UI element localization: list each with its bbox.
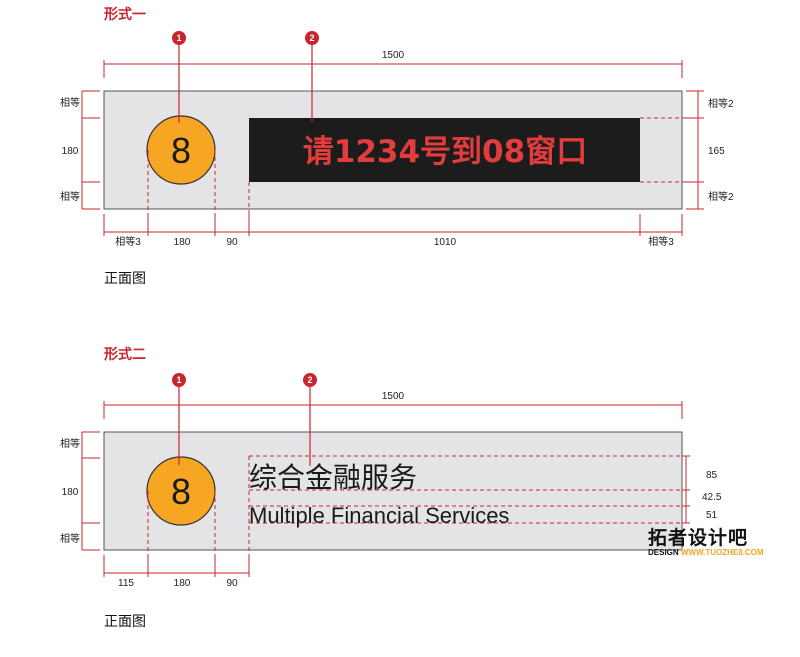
s1-bottom-label-3: 1010 [434,237,457,248]
watermark-url: DESIGN WWW.TUOZHE8.COM [648,548,764,557]
s1-number: 8 [171,130,191,171]
s2-width-label: 1500 [382,391,405,402]
section2-title: 形式二 [104,347,146,363]
section2-drawing: 1500 相等 180 相等 85 42.5 51 8 综合金融服务 Multi… [60,373,722,589]
s2-text-cn: 综合金融服务 [249,461,417,494]
s2-text-en: Multiple Financial Services [249,503,509,528]
s1-right-top-label: 相等2 [708,97,734,110]
watermark-prefix: DESIGN [648,548,679,557]
s2-left-bottom-label: 相等 [60,532,80,545]
s1-width-label: 1500 [382,50,405,61]
s2-callout-2-label: 2 [307,375,312,385]
s1-bottom-label-2: 90 [226,237,238,248]
s1-lcd-text: 请1234号到08窗口 [303,134,587,170]
watermark-url-text: WWW.TUOZHE8.COM [680,548,764,557]
s2-number: 8 [171,471,191,512]
section1-drawing: 1500 相等 180 相等 相等2 165 相等2 8 请1234号到08窗口 [60,31,734,248]
section1-title: 形式一 [104,7,146,23]
s2-callout-1-label: 1 [176,375,181,385]
s2-right-label-1: 42.5 [702,492,722,503]
s1-bottom-label-0: 相等3 [115,235,141,248]
section2-caption: 正面图 [104,614,146,630]
s1-callout-2-label: 2 [309,33,314,43]
s1-height-label: 180 [62,146,79,157]
s1-bottom-label-4: 相等3 [648,235,674,248]
s2-bottom-label-0: 115 [118,578,134,589]
s2-right-label-0: 85 [706,470,718,481]
s2-height-label: 180 [62,487,79,498]
section1-caption: 正面图 [104,271,146,287]
s2-right-label-2: 51 [706,510,718,521]
s1-callout-1-label: 1 [176,33,181,43]
s1-callout-badge-2 [305,31,319,45]
s1-callout-badge-1 [172,31,186,45]
s2-left-top-label: 相等 [60,437,80,450]
s1-right-mid-label: 165 [708,146,725,157]
s1-right-bottom-label: 相等2 [708,190,734,203]
s1-bottom-label-1: 180 [174,237,191,248]
s2-bottom-label-1: 180 [174,578,191,589]
s2-callout-badge-1 [172,373,186,387]
s1-left-top-label: 相等 [60,96,80,109]
watermark-logo: 拓者设计吧 [648,527,749,549]
s1-left-bottom-label: 相等 [60,190,80,203]
s2-callout-badge-2 [303,373,317,387]
s2-bottom-label-2: 90 [226,578,238,589]
s1-lcd-display [249,118,640,182]
